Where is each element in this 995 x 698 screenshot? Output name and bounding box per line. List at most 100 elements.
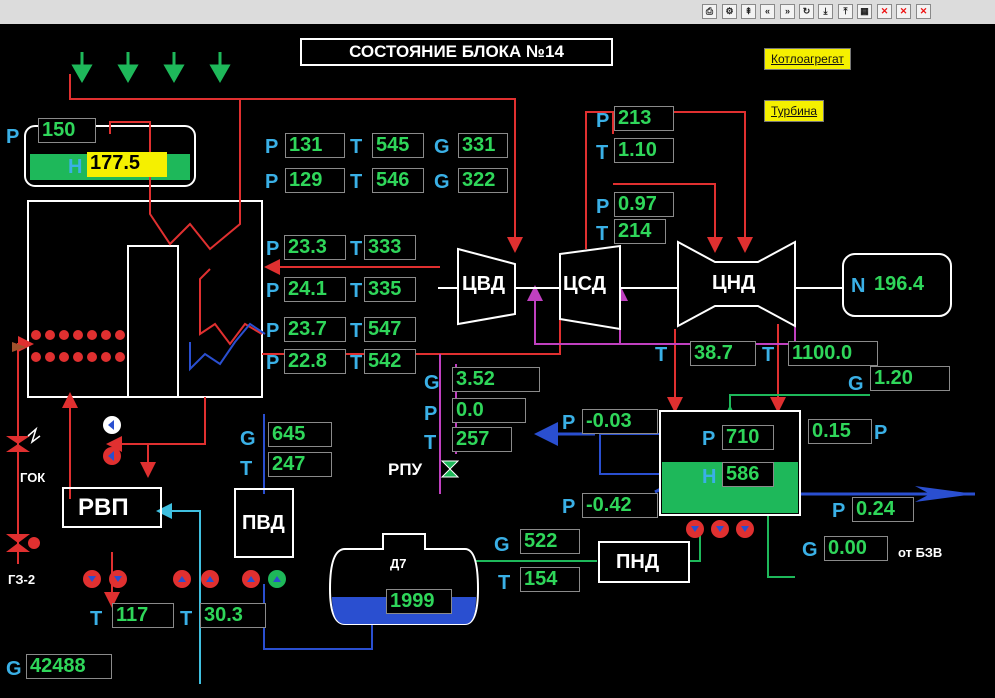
rvp-t1: 117 — [112, 603, 174, 628]
burners — [31, 330, 125, 362]
pvd-g: 645 — [268, 422, 332, 447]
lp-turbine-shape — [677, 240, 796, 328]
page-title: СОСТОЯНИЕ БЛОКА №14 — [300, 38, 613, 66]
reheat-4-t-label: T — [350, 352, 363, 374]
hp-turbine-shape — [457, 247, 516, 326]
hp-turbine-label: ЦВД — [462, 273, 506, 295]
ipt-t2-label: T — [596, 223, 609, 245]
download-icon[interactable]: ⤓ — [818, 4, 833, 19]
ipt-p1: 213 — [614, 106, 674, 131]
reheat-2-t-label: T — [350, 280, 363, 302]
boiler-furnace — [27, 200, 263, 398]
pvd-g-label: G — [240, 428, 256, 450]
rpu-p-label: P — [424, 403, 438, 425]
rpu-t-label: T — [424, 432, 437, 454]
ipt-p2: 0.97 — [614, 192, 674, 217]
drum-level-label: H — [68, 156, 83, 178]
boiler-button[interactable]: Котлоагрегат — [764, 48, 851, 70]
cond-p-out: -0.42 — [582, 493, 658, 518]
cond-h-label: H — [702, 466, 717, 488]
reheat-2-p-label: P — [266, 280, 280, 302]
pvd-label: ПВД — [242, 512, 285, 534]
pvd-t-label: T — [240, 458, 253, 480]
pnd-block[interactable]: ПНД — [598, 541, 690, 583]
bzv-label: от БЗВ — [898, 545, 943, 560]
drum-pressure-label: P — [6, 126, 20, 148]
turbine-button[interactable]: Турбина — [764, 100, 825, 122]
upload-icon[interactable]: ⤒ — [838, 4, 853, 19]
rvp-label: РВП — [78, 494, 129, 521]
reheat-4-t: 542 — [364, 349, 416, 374]
gok-label: ГОК — [20, 470, 46, 485]
cond-p-out-label: P — [562, 496, 576, 518]
grid-icon[interactable]: ▦ — [857, 4, 872, 19]
main-steam-2-g-label: G — [434, 171, 450, 193]
rvp-g: 42488 — [26, 654, 112, 679]
print-icon[interactable]: ⎙ — [702, 4, 717, 19]
drum-level-value: 177.5 — [87, 152, 167, 177]
cond-p-in-label: P — [562, 412, 576, 434]
rpu-g: 3.52 — [452, 367, 540, 392]
main-steam-1-g: 331 — [458, 133, 508, 158]
pumps — [83, 416, 754, 588]
lp-turbine-label: ЦНД — [712, 272, 756, 294]
main-steam-2-p-label: P — [265, 171, 279, 193]
cond-p-right: 0.15 — [808, 419, 872, 444]
cooling-water-inlet-arrow — [915, 486, 975, 502]
main-steam-2-t-label: T — [350, 171, 363, 193]
cond-h: 586 — [722, 462, 774, 487]
rvp-t1-label: T — [90, 608, 103, 630]
main-steam-1-t-label: T — [350, 136, 363, 158]
reheat-2-p: 24.1 — [284, 277, 346, 302]
ipt-t1: 1.10 — [614, 138, 674, 163]
drum-pressure-value: 150 — [38, 118, 96, 143]
reheat-1-p: 23.3 — [284, 235, 346, 260]
air-inlet-arrows — [71, 52, 231, 84]
reheat-3-p: 23.7 — [284, 317, 346, 342]
ipt-p2-label: P — [596, 196, 610, 218]
pnd-label: ПНД — [616, 551, 660, 573]
deaerator-label: Д7 — [390, 556, 407, 571]
reheat-2-t: 335 — [364, 277, 416, 302]
pnd-t: 154 — [520, 567, 580, 592]
deaerator-level: 1999 — [386, 589, 452, 614]
reheat-1-t: 333 — [364, 235, 416, 260]
cond-p-bottom-label: P — [832, 500, 846, 522]
cond-p: 710 — [722, 425, 774, 450]
reheat-3-t-label: T — [350, 320, 363, 342]
rpu-t: 257 — [452, 427, 512, 452]
rpu-p: 0.0 — [452, 398, 526, 423]
ip-turbine-shape — [559, 244, 621, 331]
process-diagram — [6, 52, 975, 684]
bzv-g: 0.00 — [824, 536, 888, 561]
pin-icon[interactable]: ⇞ — [741, 4, 756, 19]
ipt-t1-label: T — [596, 142, 609, 164]
main-steam-1-g-label: G — [434, 136, 450, 158]
fast-forward-icon[interactable]: » — [780, 4, 795, 19]
generator-power-label: N — [851, 275, 866, 297]
pnd-g-label: G — [494, 534, 510, 556]
cond-g-label: G — [848, 373, 864, 395]
pvd-block[interactable]: ПВД — [234, 488, 294, 558]
reheat-3-t: 547 — [364, 317, 416, 342]
rvp-block[interactable]: РВП — [62, 487, 162, 528]
bzv-g-label: G — [802, 539, 818, 561]
rewind-icon[interactable]: « — [760, 4, 775, 19]
ipt-p1-label: P — [596, 110, 610, 132]
rvp-g-label: G — [6, 658, 22, 680]
refresh-icon[interactable]: ↻ — [799, 4, 814, 19]
gear-icon[interactable]: ⚙ — [722, 4, 737, 19]
generator — [842, 253, 952, 317]
rpu-g-label: G — [424, 372, 440, 394]
close-icon[interactable]: ✕ — [916, 4, 931, 19]
cond-p-bottom: 0.24 — [852, 497, 914, 522]
close-red-icon[interactable]: ✕ — [877, 4, 892, 19]
cond-g: 1.20 — [870, 366, 950, 391]
main-steam-2-t: 546 — [372, 168, 424, 193]
close-all-icon[interactable]: ✕ — [896, 4, 911, 19]
main-steam-2-p: 129 — [285, 168, 345, 193]
pvd-t: 247 — [268, 452, 332, 477]
gz-label: ГЗ-2 — [8, 572, 36, 587]
pnd-t-label: T — [498, 572, 511, 594]
pnd-g: 522 — [520, 529, 580, 554]
